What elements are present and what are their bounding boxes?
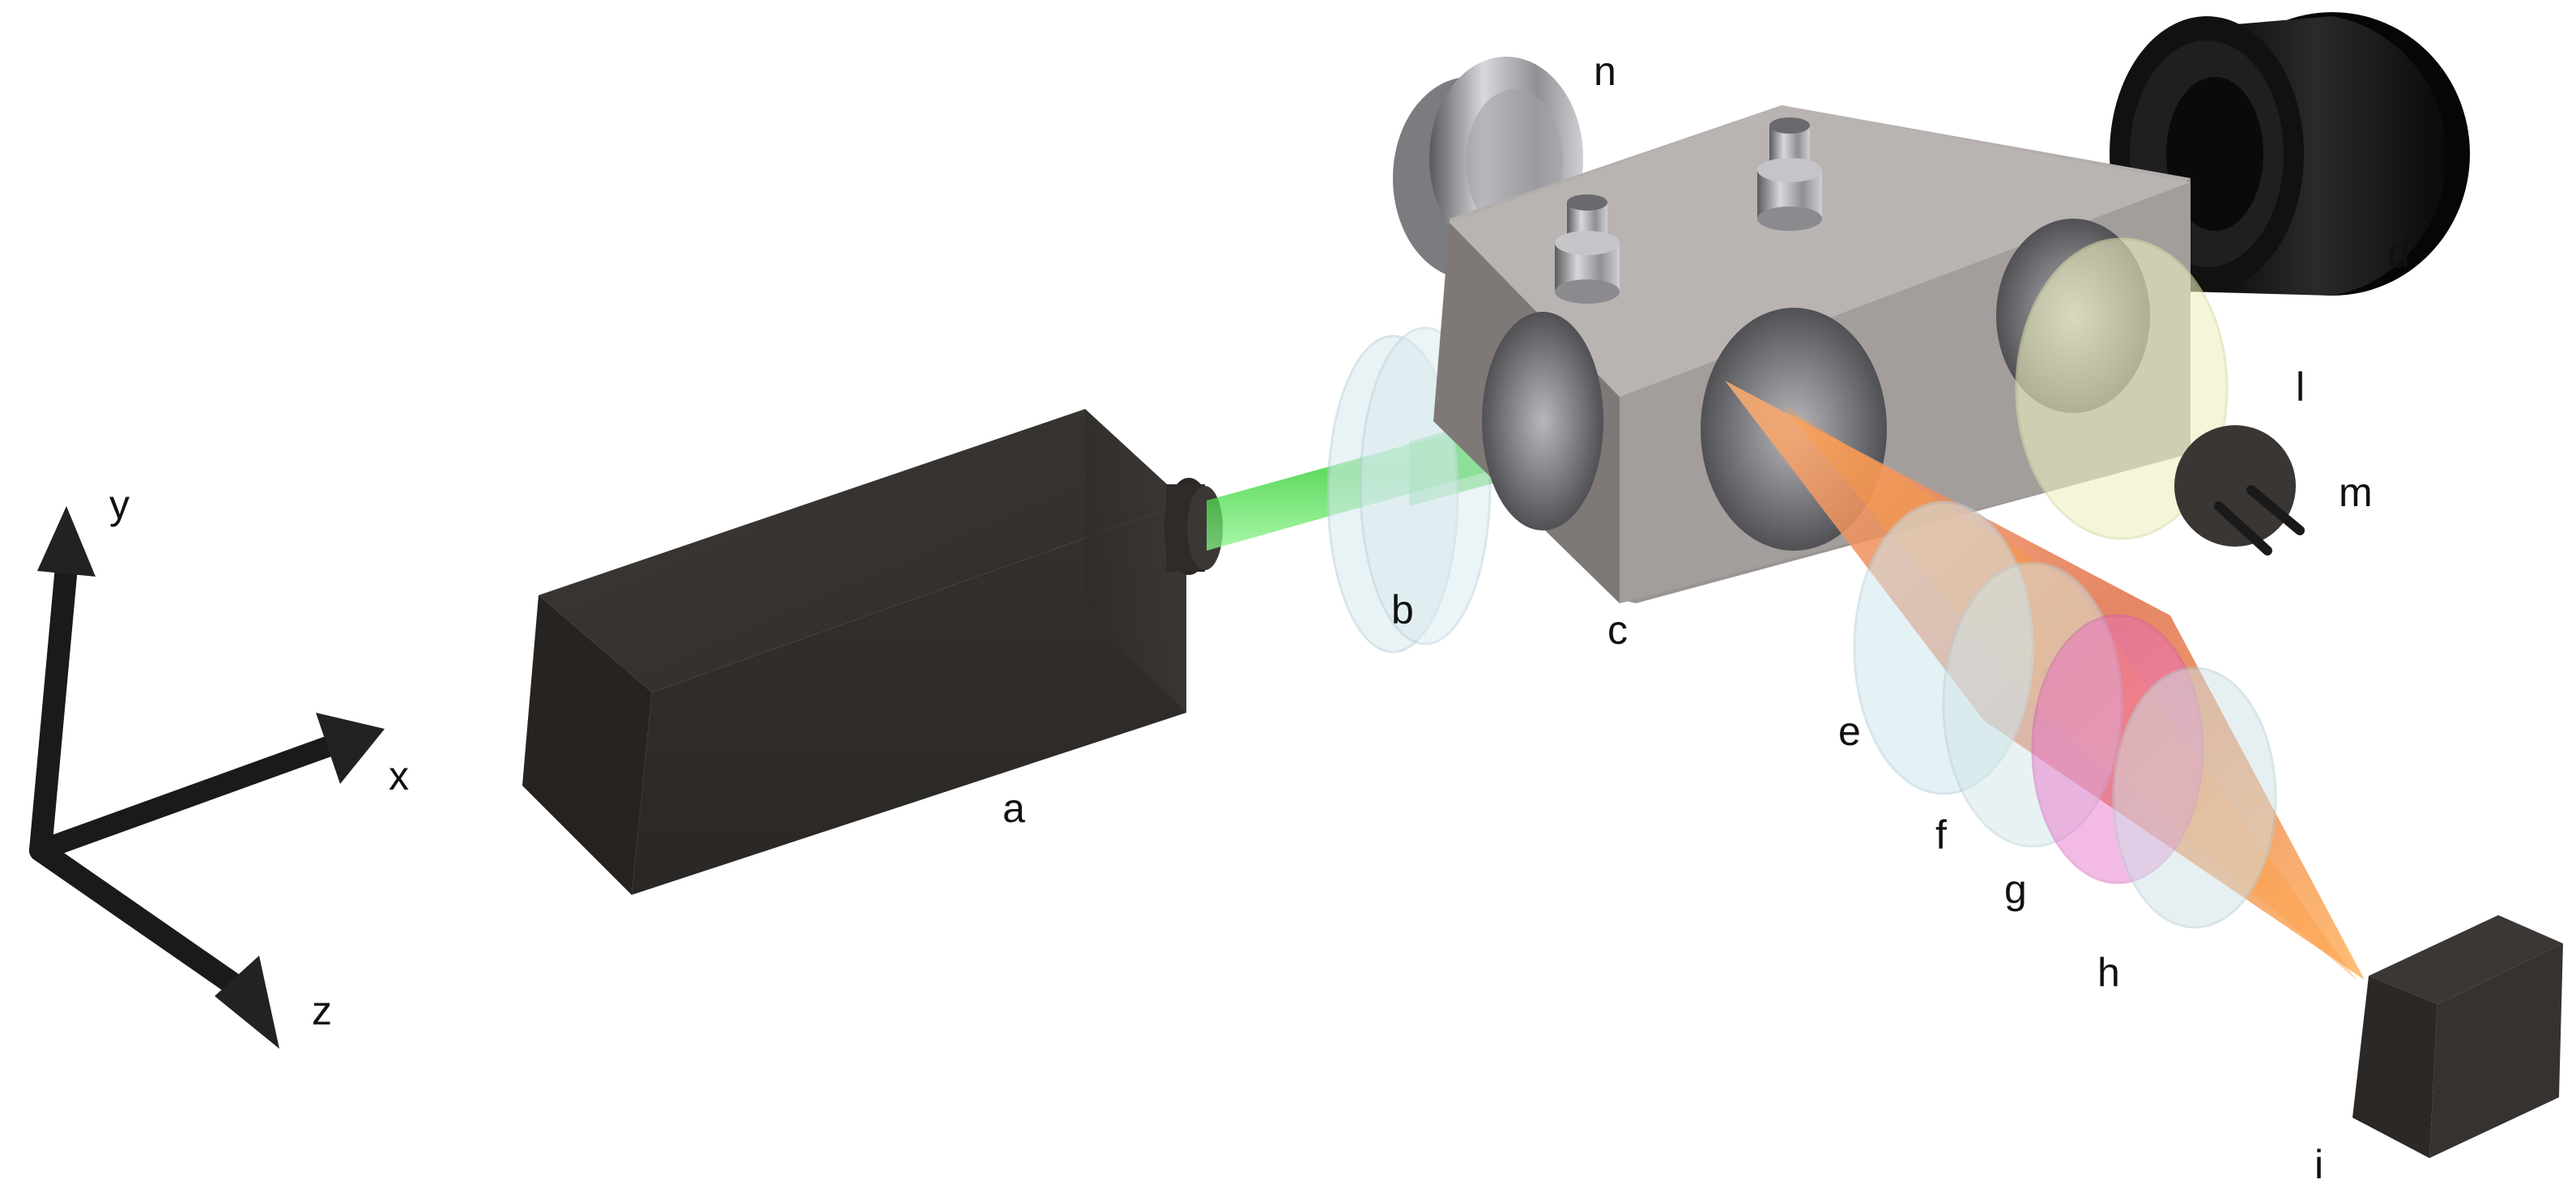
label-d: d xyxy=(2387,231,2410,276)
label-l: l xyxy=(2296,364,2305,410)
detector-d xyxy=(2110,12,2470,296)
lens-f xyxy=(1942,561,2123,848)
axis-label-z: z xyxy=(312,988,332,1033)
sample-holder-c xyxy=(1433,105,2191,603)
housing-port-left xyxy=(1482,312,1603,530)
axis-label-y: y xyxy=(109,482,130,527)
label-c: c xyxy=(1607,607,1628,653)
label-f: f xyxy=(1935,812,1947,858)
screw-left xyxy=(1555,194,1620,304)
lens-l xyxy=(2015,237,2229,540)
label-h: h xyxy=(2097,950,2120,995)
label-b: b xyxy=(1391,587,1414,632)
label-m: m xyxy=(2339,470,2373,515)
lens-h xyxy=(2112,667,2277,929)
photodiode-m xyxy=(2174,425,2305,556)
camera-i xyxy=(2352,915,2563,1158)
x-axis-arrow xyxy=(30,713,385,861)
laser-source-a xyxy=(522,409,1223,895)
label-a: a xyxy=(1003,786,1025,831)
z-axis-arrow xyxy=(29,839,279,1049)
component-labels: a b c d e f g h i l m n xyxy=(1003,49,2410,1187)
coordinate-axes: y x z xyxy=(29,482,409,1049)
label-n: n xyxy=(1594,49,1616,94)
label-i: i xyxy=(2314,1142,2323,1187)
axis-label-x: x xyxy=(389,753,409,799)
label-g: g xyxy=(2004,867,2027,912)
label-e: e xyxy=(1838,709,1861,754)
y-axis-arrow xyxy=(29,506,96,862)
screw-right xyxy=(1757,117,1822,231)
